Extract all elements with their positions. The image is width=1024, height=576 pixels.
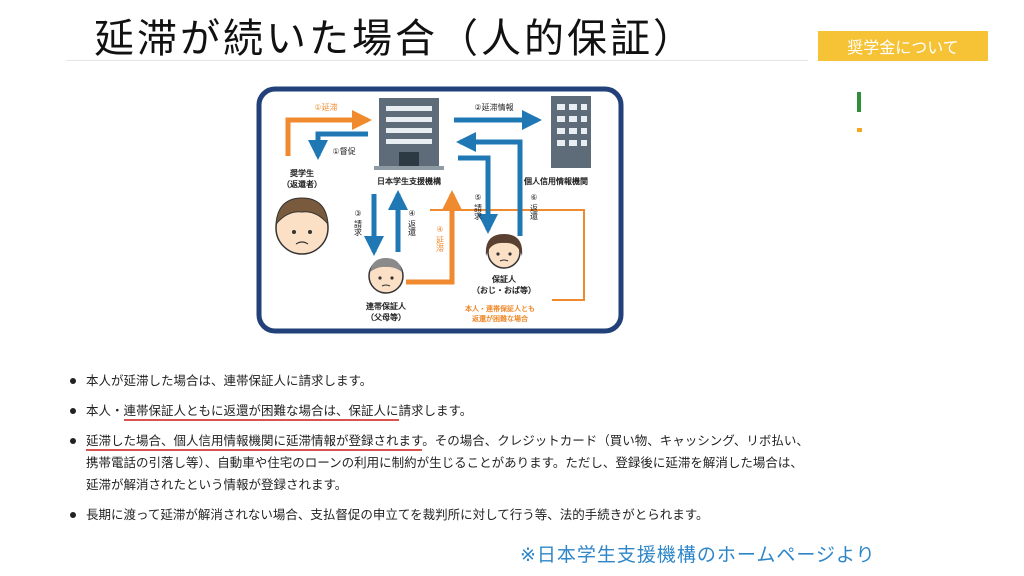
arrow-6-repay — [456, 132, 523, 236]
bullet-2-underlined: 連帯保証人ともに返還が困難な場合は、保証人に — [123, 403, 399, 421]
guarantor-avatar-icon — [485, 234, 523, 269]
arrow-5-claim — [458, 155, 498, 234]
bullet-4-text: 長期に渡って延滞が解消されない場合、支払督促の申立てを裁判所に対して行う等、法的… — [86, 507, 709, 522]
green-mark — [857, 92, 861, 112]
bullet-2-text-b: 請求します。 — [398, 403, 473, 418]
bullet-1-text: 本人が延滞した場合は、連帯保証人に請求します。 — [86, 373, 373, 388]
guarantee-flow-diagram: 日本学生支援機構 個人信用情報機関 奨学生 （返還者） 連帯保証人 （父母等） … — [256, 86, 624, 334]
org-label: 日本学生支援機構 — [377, 176, 441, 186]
arrow-1-remind — [308, 131, 368, 160]
joint-guarantor-label-1: 連帯保証人 — [366, 301, 407, 311]
arrow-4b-num: ④ — [436, 225, 443, 234]
bullet-item-1: 本人が延滞した場合は、連帯保証人に請求します。 — [68, 370, 813, 392]
arrow-3-text: 請求 — [354, 219, 363, 236]
difficulty-note-2: 返還が困難な場合 — [472, 314, 529, 323]
arrow-4-num: ④ — [408, 209, 415, 218]
bullet-item-4: 長期に渡って延滞が解消されない場合、支払督促の申立てを裁判所に対して行う等、法的… — [68, 504, 813, 526]
arrow-6-text: 返還 — [530, 204, 539, 221]
student-avatar-icon — [275, 197, 329, 255]
guarantor-label-1: 保証人 — [491, 274, 517, 284]
arrow-4-delay — [406, 190, 462, 285]
credit-bureau-building-icon — [551, 96, 591, 168]
page-title: 延滞が続いた場合（人的保証） — [94, 16, 696, 62]
arrow-5-text: 請求 — [474, 203, 483, 220]
joint-guarantor-label-2: （父母等） — [366, 312, 406, 322]
difficulty-note-1: 本人・連帯保証人とも — [464, 304, 535, 313]
arrow-1-remind-label: ①督促 — [332, 146, 355, 156]
student-label-1: 奨学生 — [289, 168, 314, 178]
bullet-2-text-a: 本人・ — [86, 403, 124, 418]
orange-mark — [857, 128, 862, 132]
credit-bureau-label: 個人信用情報機関 — [523, 176, 588, 186]
student-label-2: （返還者） — [282, 179, 322, 189]
joint-guarantor-avatar-icon — [368, 258, 404, 294]
arrow-5-num: ⑤ — [474, 193, 481, 202]
arrow-4b-text: 延滞 — [436, 235, 445, 253]
arrow-4-text: 返還 — [408, 220, 417, 237]
topic-badge[interactable]: 奨学金について — [818, 31, 988, 61]
bullet-item-2: 本人・連帯保証人ともに返還が困難な場合は、保証人に請求します。 — [68, 400, 813, 422]
guarantor-label-2: （おじ・おば等） — [472, 285, 536, 295]
bullet-3-underlined: 延滞した場合、個人信用情報機関に延滞情報が登録されます — [86, 433, 423, 451]
title-divider — [66, 60, 808, 61]
jasso-building-icon — [374, 98, 444, 170]
bullet-item-3: 延滞した場合、個人信用情報機関に延滞情報が登録されます。その場合、クレジットカー… — [68, 430, 813, 496]
guarantor-bracket — [430, 209, 585, 301]
bullet-list: 本人が延滞した場合は、連帯保証人に請求します。 本人・連帯保証人ともに返還が困難… — [68, 370, 813, 534]
arrow-6-num: ⑥ — [530, 193, 537, 202]
arrow-2-label: ②延滞情報 — [474, 102, 513, 112]
arrow-3-num: ③ — [354, 209, 361, 218]
bullet-3-text: 。その場合、クレジットカード（買い物、キャッシング、リボ払い、携帯電話の引落し等… — [86, 433, 809, 492]
arrow-1-delay — [285, 110, 372, 156]
source-note: ※日本学生支援機構のホームページより — [520, 544, 876, 566]
arrow-1-delay-label: ①延滞 — [314, 102, 337, 112]
